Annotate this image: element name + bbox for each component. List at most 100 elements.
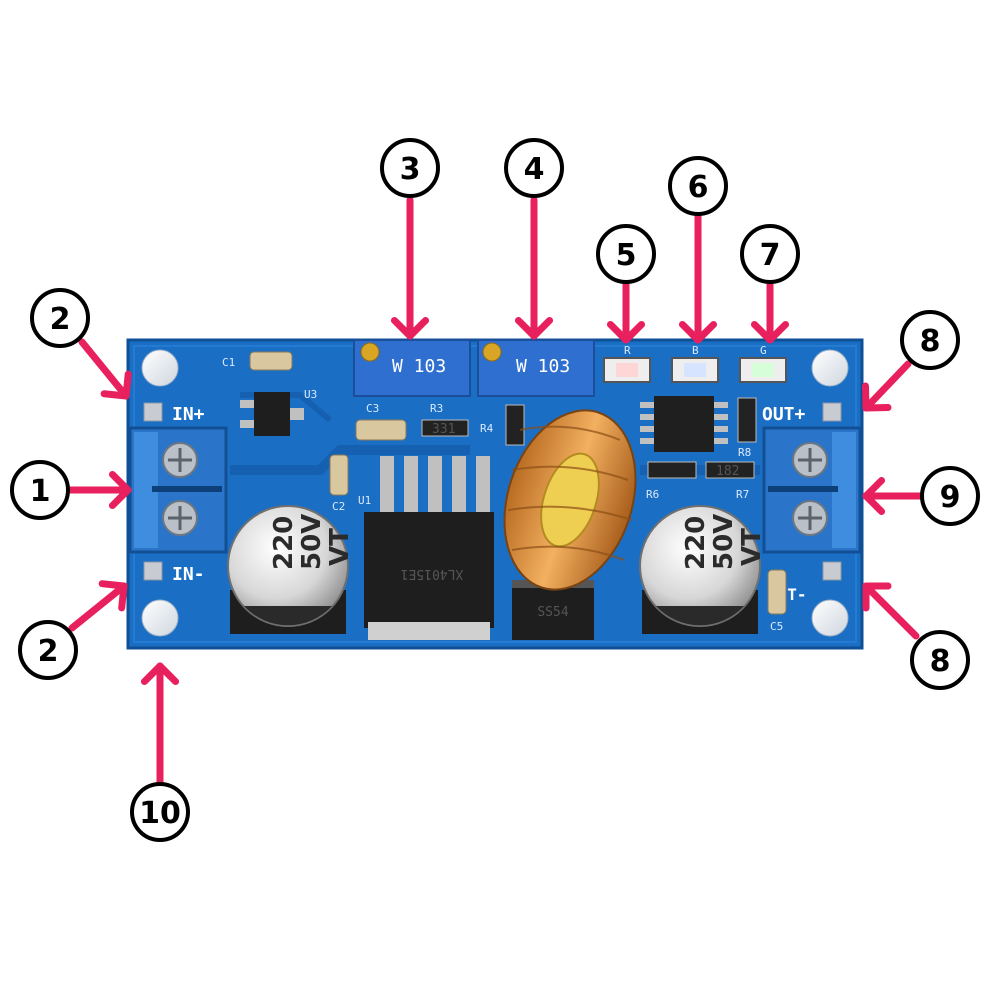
- callout-badge-8: [910, 630, 970, 690]
- led-b-label: B: [692, 344, 699, 357]
- callout-badge-3: [380, 138, 440, 198]
- arrowhead-icon: [861, 382, 892, 412]
- callout-arrow-2: [68, 582, 128, 632]
- resistor-r7: [705, 461, 755, 479]
- ic-u1: XL4015E1: [364, 456, 494, 640]
- out-plus-pad: [822, 402, 842, 422]
- callout-arrow-8: [862, 360, 912, 412]
- toroid-inductor: [503, 409, 637, 591]
- electrolytic-capacitor-right: 220 50V VT: [639, 505, 767, 634]
- callout-badge-9: [920, 466, 980, 526]
- callout-badge-10: [130, 782, 190, 842]
- output-terminal-block: [762, 426, 862, 554]
- callout-number-2: 2: [38, 634, 59, 669]
- capacitor-c2: [329, 454, 349, 496]
- callout-badge-6: [668, 156, 728, 216]
- potentiometer-1: W 103: [353, 339, 471, 397]
- r6-label: R6: [646, 488, 659, 501]
- callout-badge-1: [10, 460, 70, 520]
- u1-marking: XL4015E1: [401, 566, 464, 581]
- arrowhead-icon: [100, 370, 132, 400]
- arrowhead-icon: [862, 476, 886, 516]
- out-minus-pad: [822, 561, 842, 581]
- r7-value: 182: [716, 464, 739, 479]
- callout-badge-2: [18, 620, 78, 680]
- soic-chip: [640, 396, 728, 452]
- mounting-hole: [141, 599, 179, 637]
- pcb-board: IN+ IN- OUT+ OUT- C1: [126, 338, 864, 650]
- led-g: [739, 357, 787, 383]
- electrolytic-capacitor-left: 220 50V VT: [227, 505, 355, 634]
- mounting-hole: [811, 349, 849, 387]
- input-terminal-block: [128, 426, 228, 554]
- regulator-u3: [240, 392, 304, 436]
- resistor-r4: [505, 404, 525, 446]
- arrowhead-icon: [678, 320, 718, 344]
- callout-badge-5: [596, 224, 656, 284]
- pot2-label: W 103: [516, 356, 570, 377]
- callout-number-1: 1: [30, 474, 51, 509]
- r3-value: 331: [432, 422, 455, 437]
- arrowhead-icon: [108, 470, 132, 510]
- led-r: [603, 357, 651, 383]
- cap-left-line1: 220: [269, 516, 299, 570]
- callout-number-10: 10: [139, 796, 181, 831]
- c3-label: C3: [366, 402, 379, 415]
- in-plus-label: IN+: [172, 404, 205, 425]
- r3-label: R3: [430, 402, 443, 415]
- arrowhead-icon: [750, 320, 790, 344]
- r4-label: R4: [480, 422, 494, 435]
- arrowhead-icon: [140, 662, 180, 686]
- callout-number-7: 7: [760, 238, 781, 273]
- callout-number-3: 3: [400, 152, 421, 187]
- led-r-label: R: [624, 344, 631, 357]
- arrowhead-icon: [606, 320, 646, 344]
- callout-number-9: 9: [940, 480, 961, 515]
- c5-label: C5: [770, 620, 783, 633]
- cap-left-line2: 50V: [297, 514, 327, 570]
- in-minus-label: IN-: [172, 564, 205, 585]
- mounting-hole: [141, 349, 179, 387]
- cap-right-line2: 50V: [709, 514, 739, 570]
- potentiometer-2: W 103: [477, 339, 595, 397]
- arrowhead-icon: [514, 316, 554, 340]
- resistor-r8: [737, 397, 757, 443]
- u1-label: U1: [358, 494, 371, 507]
- in-minus-pad: [143, 561, 163, 581]
- callout-number-4: 4: [524, 152, 545, 187]
- r8-label: R8: [738, 446, 751, 459]
- pot1-label: W 103: [392, 356, 446, 377]
- in-plus-pad: [143, 402, 163, 422]
- arrowhead-icon: [390, 316, 430, 340]
- resistor-r3: [421, 419, 469, 437]
- cap-right-line3: VT: [737, 528, 767, 566]
- r7-label: R7: [736, 488, 749, 501]
- callout-badge-8: [900, 310, 960, 370]
- out-plus-label: OUT+: [762, 404, 806, 425]
- capacitor-c3: [355, 419, 407, 441]
- diode-marking: SS54: [537, 605, 568, 620]
- c2-label: C2: [332, 500, 345, 513]
- capacitor-c1: [249, 351, 293, 371]
- arrowhead-icon: [98, 580, 128, 612]
- c1-label: C1: [222, 356, 235, 369]
- callout-badge-7: [740, 224, 800, 284]
- callout-badge-2: [30, 288, 90, 348]
- callout-number-8: 8: [930, 644, 951, 679]
- callout-badge-4: [504, 138, 564, 198]
- callout-arrows: [66, 196, 924, 786]
- capacitor-c5: [767, 569, 787, 615]
- callout-arrow-2: [78, 338, 130, 400]
- led-g-label: G: [760, 344, 767, 357]
- cap-right-line1: 220: [681, 516, 711, 570]
- mounting-hole: [811, 599, 849, 637]
- resistor-r6: [647, 461, 697, 479]
- u3-label: U3: [304, 388, 317, 401]
- callout-number-2: 2: [50, 302, 71, 337]
- cap-left-line3: VT: [325, 528, 355, 566]
- callout-number-6: 6: [688, 170, 709, 205]
- callout-arrow-8: [862, 582, 920, 640]
- callout-number-8: 8: [920, 324, 941, 359]
